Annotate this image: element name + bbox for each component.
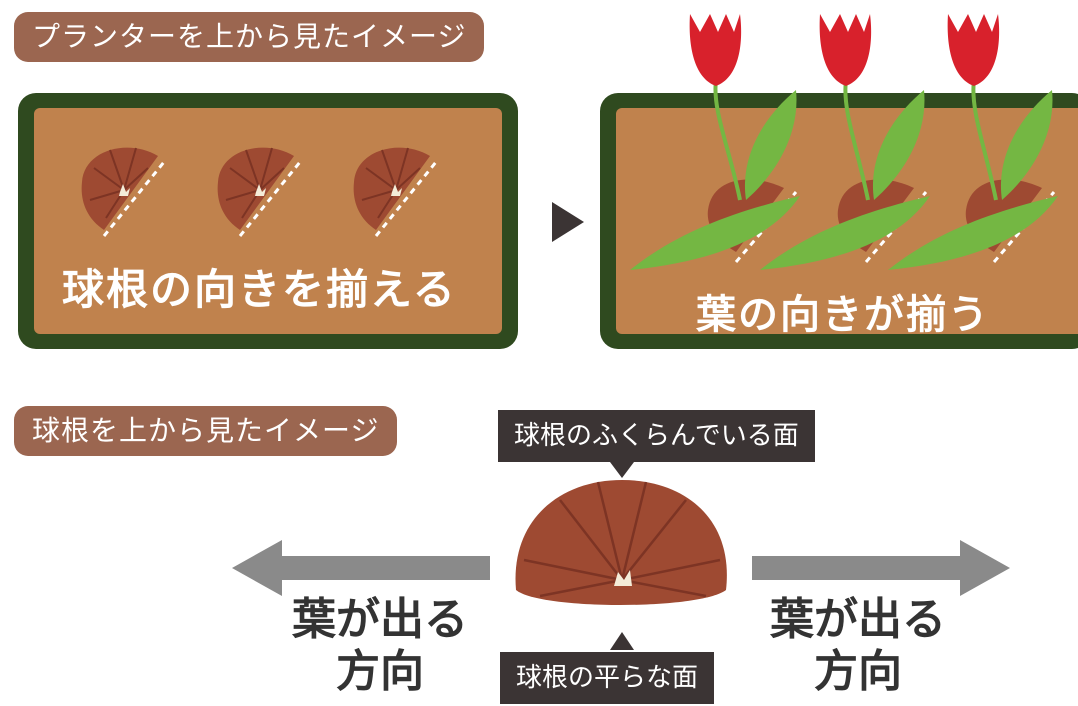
tulip-icon (888, 14, 1058, 270)
left-direction-line1: 葉が出る (292, 594, 468, 645)
right-direction-label: 葉が出る 方向 (770, 594, 946, 698)
right-direction-line1: 葉が出る (770, 594, 946, 645)
bottom-callout-pointer (610, 632, 634, 650)
bottom-callout: 球根の平らな面 (500, 652, 715, 704)
tulip-icon (630, 14, 800, 270)
right-arrow-icon (752, 540, 1010, 596)
right-direction-line2: 方向 (814, 646, 902, 697)
left-arrow-icon (232, 540, 490, 596)
left-direction-line2: 方向 (336, 646, 424, 697)
transition-arrow-icon (552, 202, 584, 242)
planter-right-caption: 葉の向きが揃う (696, 292, 990, 338)
planter-left (18, 93, 518, 349)
top-callout: 球根のふくらんでいる面 (498, 410, 815, 462)
top-callout-pointer (610, 462, 634, 478)
planter-left-caption: 球根の向きを揃える (62, 265, 457, 314)
bulb-large-icon (515, 480, 727, 605)
section-label-planter: プランターを上から見たイメージ (14, 12, 485, 62)
section-label-bulb: 球根を上から見たイメージ (14, 406, 398, 456)
tulip-icon (760, 14, 930, 270)
left-direction-label: 葉が出る 方向 (292, 594, 468, 698)
